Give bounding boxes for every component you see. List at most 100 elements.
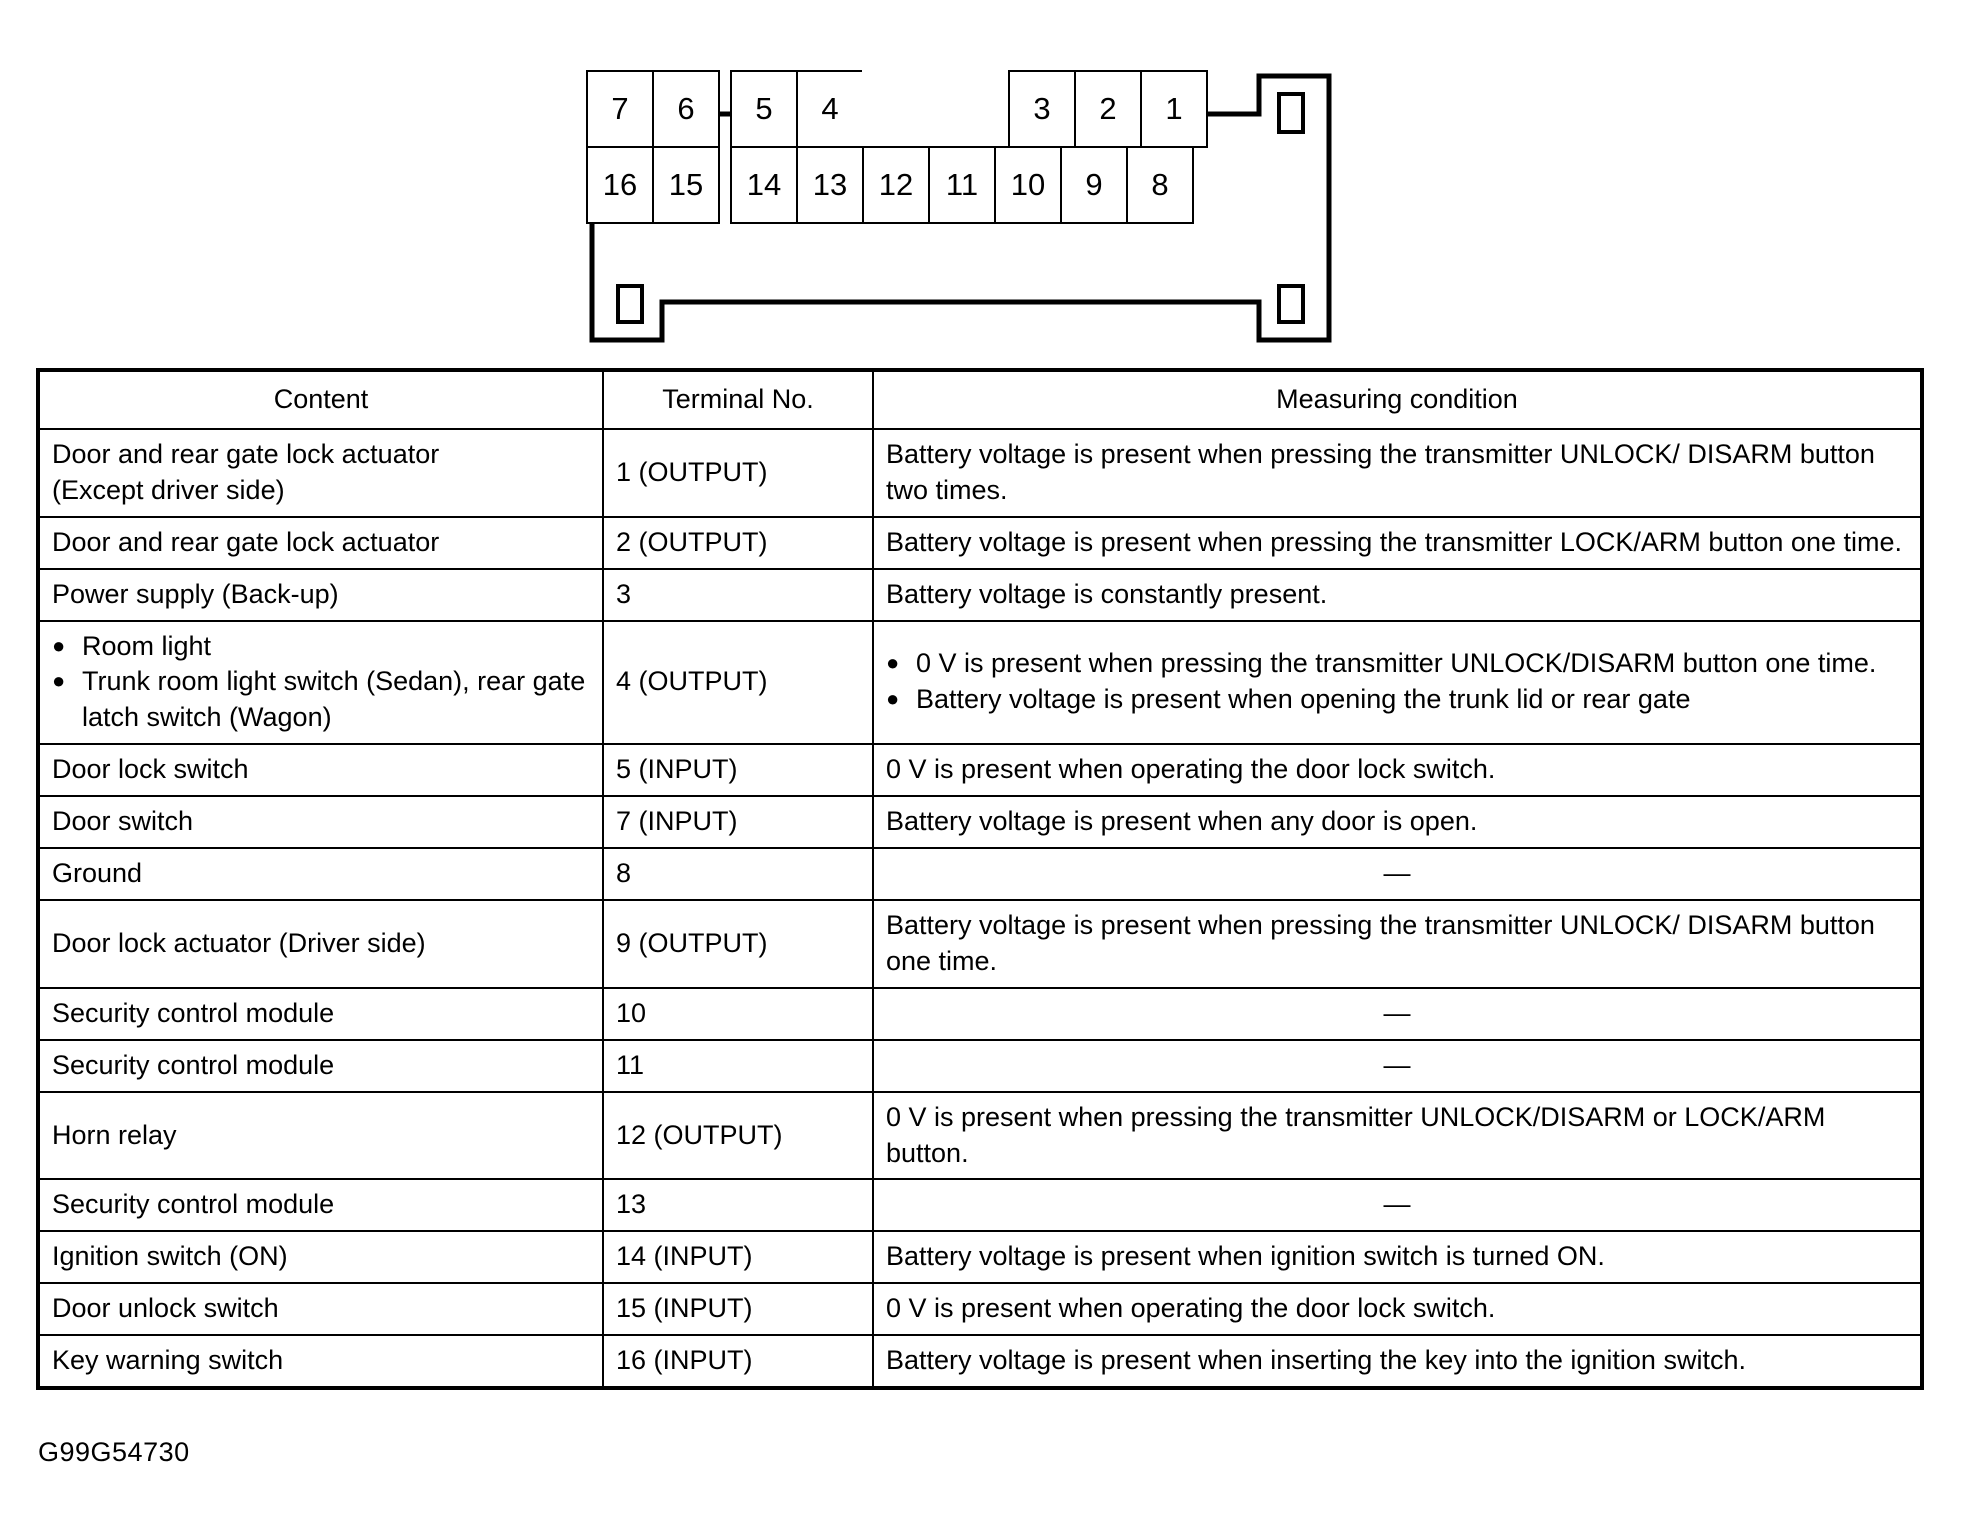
pin-cell-7: 7 [586,70,654,148]
cell-measuring-condition: — [872,847,1923,901]
content-line: Door and rear gate lock actuator [52,438,440,469]
pin-cell-3: 3 [1008,70,1076,148]
condition-bullet-list: ●0 V is present when pressing the transm… [886,646,1908,718]
pin-cell-9: 9 [1060,146,1128,224]
table-body: Door and rear gate lock actuator (Except … [37,427,1923,1390]
table-header-row: Content Terminal No. Measuring condition [37,369,1923,430]
pin-cell-2: 2 [1074,70,1142,148]
column-header-condition: Measuring condition [872,369,1923,430]
cell-content: Ignition switch (ON) [37,1230,604,1285]
table-row: Door and rear gate lock actuator 2 (OUTPU… [37,515,1923,570]
table-row: Door and rear gate lock actuator (Except … [37,427,1923,518]
table-row: Door lock actuator (Driver side) 9 (OUTPU… [37,898,1923,989]
cell-terminal-no: 13 [602,1178,874,1233]
cell-content: Door lock actuator (Driver side) [37,898,604,989]
content-line: Power supply (Back-up) [52,578,339,609]
cell-measuring-condition: Battery voltage is present when ignition… [872,1230,1923,1285]
cell-terminal-no: 7 (INPUT) [602,795,874,850]
cell-measuring-condition: — [872,986,1923,1041]
cell-content: Security control module [37,1038,604,1093]
cell-measuring-condition: Battery voltage is constantly present. [872,567,1923,622]
content-line: Ground [52,858,143,889]
pin-cell-5: 5 [730,70,798,148]
table-row: Key warning switch 16 (INPUT)Battery volt… [37,1334,1923,1390]
content-line: Ignition switch (ON) [52,1241,288,1272]
connector-top-pin-row: 7 6 5 4 3 2 1 [586,70,1208,148]
content-bullet-list: ●Room light●Trunk room light switch (Sed… [52,629,590,737]
cell-content: Door and rear gate lock actuator (Except … [37,427,604,518]
cell-measuring-condition: — [872,1038,1923,1093]
cell-measuring-condition: Battery voltage is present when pressing… [872,515,1923,570]
pin-cell-11: 11 [928,146,996,224]
cell-terminal-no: 1 (OUTPUT) [602,427,874,518]
pin-cell-15: 15 [652,146,720,224]
cell-content: Door unlock switch [37,1282,604,1337]
column-header-terminal: Terminal No. [602,369,874,430]
content-line: Door lock actuator (Driver side) [52,927,426,958]
content-line: Door unlock switch [52,1293,279,1324]
table-row: Security control module 11— [37,1038,1923,1093]
pin-cell-12: 12 [862,146,930,224]
cell-terminal-no: 9 (OUTPUT) [602,898,874,989]
content-line: Security control module [52,1049,335,1080]
cell-measuring-condition: — [872,1178,1923,1233]
table-row: ●Room light●Trunk room light switch (Sed… [37,619,1923,746]
pin-cell-8: 8 [1126,146,1194,224]
cell-measuring-condition: Battery voltage is present when pressing… [872,427,1923,518]
cell-terminal-no: 3 [602,567,874,622]
cell-content: Ground [37,847,604,901]
pin-cell-4: 4 [796,70,864,148]
content-bullet-item: ●Trunk room light switch (Sedan), rear g… [52,666,586,733]
cell-terminal-no: 12 (OUTPUT) [602,1090,874,1181]
table-row: Door lock switch 5 (INPUT)0 V is present … [37,743,1923,798]
cell-content: ●Room light●Trunk room light switch (Sed… [37,619,604,746]
cell-content: Door and rear gate lock actuator [37,515,604,570]
cell-content: Security control module [37,1178,604,1233]
cell-measuring-condition: 0 V is present when pressing the transmi… [872,1090,1923,1181]
pin-cell-13: 13 [796,146,864,224]
cell-content: Horn relay [37,1090,604,1181]
table-row: Door unlock switch 15 (INPUT)0 V is prese… [37,1282,1923,1337]
cell-content: Power supply (Back-up) [37,567,604,622]
cell-measuring-condition: 0 V is present when operating the door l… [872,1282,1923,1337]
condition-bullet-item: ●Battery voltage is present when opening… [886,684,1691,715]
cell-measuring-condition: 0 V is present when operating the door l… [872,743,1923,798]
cell-content: Door lock switch [37,743,604,798]
column-header-content: Content [37,369,604,430]
cell-measuring-condition: Battery voltage is present when any door… [872,795,1923,850]
cell-measuring-condition: Battery voltage is present when insertin… [872,1334,1923,1390]
figure-code-label: G99G54730 [38,1437,190,1467]
cell-measuring-condition: ●0 V is present when pressing the transm… [872,619,1923,746]
pin-cell-16: 16 [586,146,654,224]
cell-content: Security control module [37,986,604,1041]
cell-terminal-no: 11 [602,1038,874,1093]
bullet-icon: ● [886,650,900,676]
connector-bottom-pin-row: 16 15 14 13 12 11 10 9 8 [586,146,1194,224]
cell-terminal-no: 2 (OUTPUT) [602,515,874,570]
cell-terminal-no: 15 (INPUT) [602,1282,874,1337]
cell-terminal-no: 8 [602,847,874,901]
content-line: Key warning switch [52,1345,284,1376]
cell-measuring-condition: Battery voltage is present when pressing… [872,898,1923,989]
connector-pinout-diagram: 7 6 5 4 3 2 1 16 15 14 13 12 11 10 9 8 [586,70,1333,344]
pin-cell-10: 10 [994,146,1062,224]
cell-terminal-no: 16 (INPUT) [602,1334,874,1390]
content-line: Door and rear gate lock actuator [52,526,440,557]
pin-cell-notch-spacer [862,70,1010,148]
content-line: (Except driver side) [52,474,285,505]
pin-cell-1: 1 [1140,70,1208,148]
cell-content: Door switch [37,795,604,850]
cell-content: Key warning switch [37,1334,604,1390]
cell-terminal-no: 5 (INPUT) [602,743,874,798]
cell-terminal-no: 14 (INPUT) [602,1230,874,1285]
bullet-icon: ● [52,668,66,694]
table-row: Ignition switch (ON) 14 (INPUT)Battery vo… [37,1230,1923,1285]
content-line: Door lock switch [52,754,249,785]
terminal-specification-table: Content Terminal No. Measuring condition… [36,368,1924,1391]
bullet-icon: ● [52,632,66,658]
